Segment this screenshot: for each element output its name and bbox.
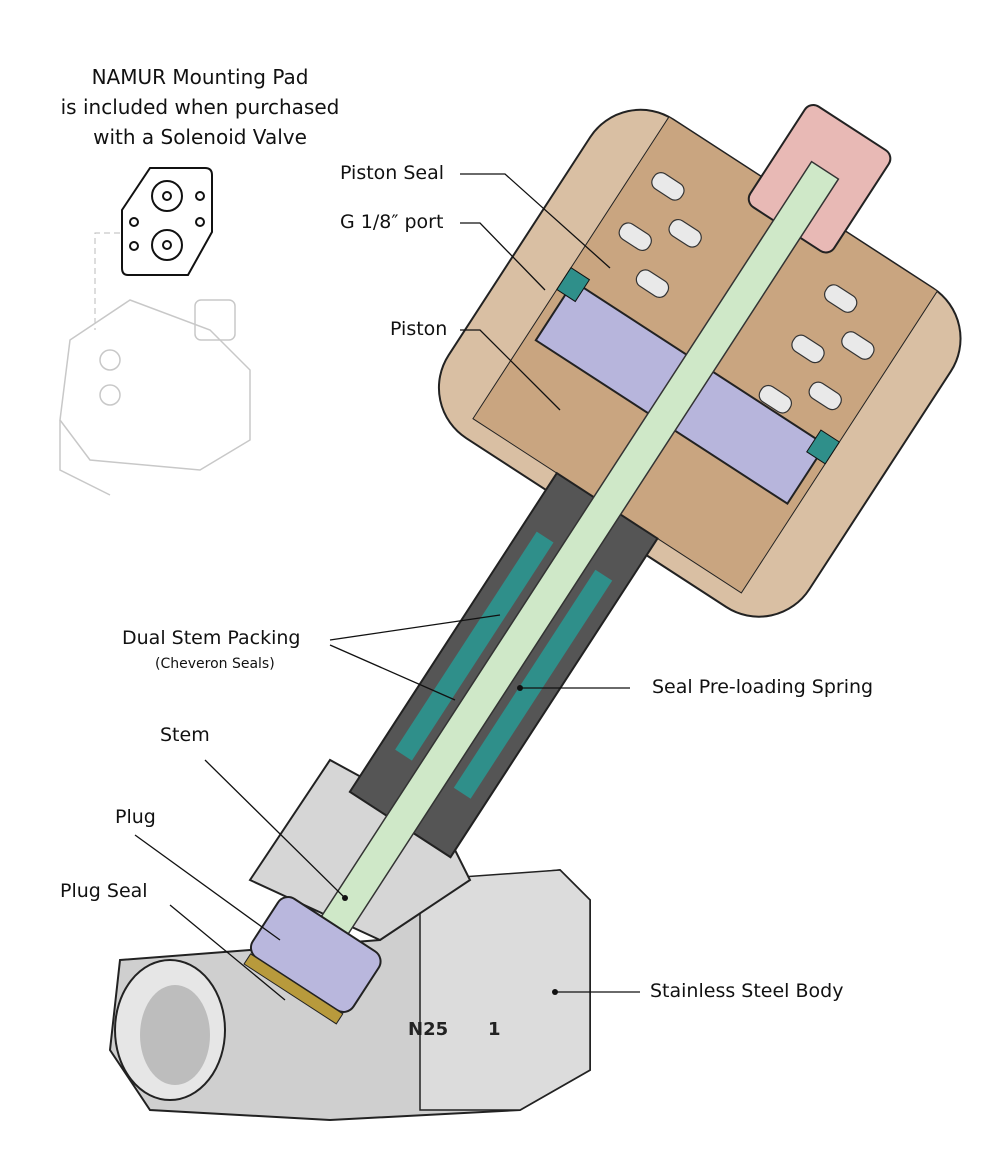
leader-lines	[134, 173, 640, 1001]
stem-packing-right	[453, 569, 613, 799]
label-cheveron-seals: (Cheveron Seals)	[155, 656, 275, 672]
piston-seal	[556, 267, 591, 303]
plug-seal	[243, 953, 344, 1025]
note-line-3: with a Solenoid Valve	[93, 125, 307, 149]
label-seal-spring: Seal Pre-loading Spring	[652, 676, 874, 698]
label-plug-seal: Plug Seal	[60, 880, 148, 902]
label-stem: Stem	[160, 724, 210, 746]
label-plug: Plug	[115, 806, 156, 828]
note-line-2: is included when purchased	[60, 95, 340, 119]
label-port: G 1/8″ port	[340, 211, 444, 233]
body-marking-number: 1	[488, 1019, 501, 1040]
ghost-actuator-sketch	[59, 299, 251, 496]
label-body: Stainless Steel Body	[650, 980, 844, 1002]
label-piston: Piston	[390, 318, 448, 340]
stem-packing-left	[395, 531, 554, 761]
leader-dots	[342, 685, 558, 995]
label-piston-seal: Piston Seal	[340, 162, 445, 184]
note-line-1: NAMUR Mounting Pad	[91, 65, 309, 89]
piston-seal-right	[806, 429, 841, 465]
namur-note: NAMUR Mounting Pad is included when purc…	[40, 62, 360, 152]
namur-pad-icon	[121, 167, 213, 276]
label-dual-stem-packing: Dual Stem Packing	[122, 627, 301, 649]
leader-dashed	[94, 232, 120, 330]
body-marking-size: N25	[408, 1019, 448, 1040]
